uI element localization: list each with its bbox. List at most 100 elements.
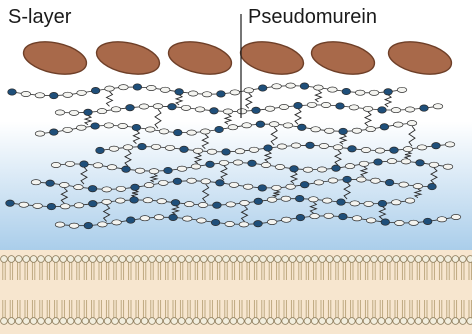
lipid-head-upper <box>400 256 407 263</box>
lipid-head-lower <box>141 318 148 325</box>
sugar-unit-light <box>112 220 122 225</box>
sugar-unit-dark <box>258 85 267 91</box>
sugar-unit-light <box>272 84 282 89</box>
lipid-head-upper <box>149 256 156 263</box>
sugar-unit-dark <box>8 89 17 95</box>
sugar-unit-light <box>451 214 461 219</box>
sugar-unit-light <box>291 143 301 148</box>
sugar-unit-light <box>391 200 401 205</box>
lipid-head-lower <box>215 318 222 325</box>
sugar-unit-light <box>149 169 159 174</box>
sugar-unit-light <box>387 159 397 164</box>
sugar-unit-dark <box>50 92 59 98</box>
sugar-unit-light <box>201 129 211 134</box>
sugar-unit-light <box>102 187 112 192</box>
sugar-unit-light <box>443 164 453 169</box>
sugar-unit-light <box>363 106 373 111</box>
sugar-unit-light <box>352 128 362 133</box>
lipid-head-upper <box>52 256 59 263</box>
lipid-head-upper <box>237 256 244 263</box>
sugar-unit-dark <box>390 147 399 153</box>
lipid-head-lower <box>452 318 459 325</box>
sugar-unit-light <box>151 144 161 149</box>
sugar-unit-light <box>243 184 253 189</box>
sugar-unit-dark <box>295 195 304 201</box>
sugar-unit-light <box>139 104 149 109</box>
sugar-unit-light <box>319 143 329 148</box>
sugar-unit-light <box>310 214 320 219</box>
sugar-unit-light <box>307 102 317 107</box>
sugar-unit-light <box>185 202 195 207</box>
sugar-unit-light <box>145 127 155 132</box>
sugar-unit-light <box>239 222 249 227</box>
lipid-head-lower <box>422 318 429 325</box>
lipid-head-upper <box>393 256 400 263</box>
lipid-head-upper <box>274 256 281 263</box>
sugar-unit-dark <box>378 107 387 113</box>
sugar-unit-dark <box>300 83 309 89</box>
sugar-unit-dark <box>89 201 98 207</box>
lipid-head-upper <box>267 256 274 263</box>
sugar-unit-light <box>107 165 117 170</box>
lipid-head-upper <box>230 256 237 263</box>
sugar-unit-dark <box>254 221 263 227</box>
sugar-unit-light <box>277 144 287 149</box>
sugar-unit-dark <box>126 105 135 111</box>
sugar-unit-light <box>159 129 169 134</box>
sugar-unit-dark <box>126 217 135 223</box>
sugar-unit-light <box>303 167 313 172</box>
sugar-unit-light <box>321 102 331 107</box>
sugar-unit-light <box>140 216 150 221</box>
lipid-head-lower <box>171 318 178 325</box>
lipid-head-lower <box>445 318 452 325</box>
sugar-unit-dark <box>132 124 141 130</box>
sugar-unit-dark <box>174 129 183 135</box>
sugar-unit-light <box>55 110 65 115</box>
sugar-unit-light <box>433 104 443 109</box>
lipid-head-upper <box>341 256 348 263</box>
sugar-unit-dark <box>222 149 231 155</box>
sugar-unit-light <box>279 104 289 109</box>
sugar-unit-light <box>429 162 439 167</box>
sugar-unit-dark <box>428 183 437 189</box>
sugar-unit-dark <box>381 219 390 225</box>
lipid-head-upper <box>38 256 45 263</box>
sugar-unit-dark <box>217 91 226 97</box>
lipid-head-lower <box>348 318 355 325</box>
sugar-unit-dark <box>50 129 59 135</box>
sugar-unit-light <box>116 198 126 203</box>
sugar-unit-light <box>397 87 407 92</box>
lipid-head-lower <box>385 318 392 325</box>
lipid-head-lower <box>430 318 437 325</box>
sugar-unit-light <box>60 182 70 187</box>
sugar-unit-light <box>69 110 79 115</box>
sugar-unit-light <box>187 130 197 135</box>
sugar-unit-light <box>153 104 163 109</box>
sugar-unit-light <box>165 145 175 150</box>
lipid-head-lower <box>230 318 237 325</box>
sugar-unit-light <box>357 177 367 182</box>
lipid-head-upper <box>141 256 148 263</box>
lipid-head-lower <box>304 318 311 325</box>
sugar-unit-light <box>195 107 205 112</box>
sugar-unit-dark <box>175 89 184 95</box>
lipid-head-lower <box>237 318 244 325</box>
sugar-unit-light <box>33 203 43 208</box>
sugar-unit-dark <box>432 143 441 149</box>
lipid-head-upper <box>422 256 429 263</box>
lipid-head-lower <box>104 318 111 325</box>
sugar-unit-dark <box>168 104 177 110</box>
sugar-unit-dark <box>384 89 393 95</box>
sugar-unit-light <box>35 131 45 136</box>
lipid-head-lower <box>245 318 252 325</box>
sugar-unit-light <box>437 217 447 222</box>
sugar-unit-light <box>322 198 332 203</box>
sugar-unit-light <box>228 125 238 130</box>
lipid-head-upper <box>45 256 52 263</box>
sugar-unit-light <box>55 222 65 227</box>
sugar-unit-light <box>366 127 376 132</box>
sugar-unit-dark <box>380 124 389 130</box>
lipid-head-lower <box>274 318 281 325</box>
lipid-head-lower <box>208 318 215 325</box>
sugar-unit-light <box>352 216 362 221</box>
